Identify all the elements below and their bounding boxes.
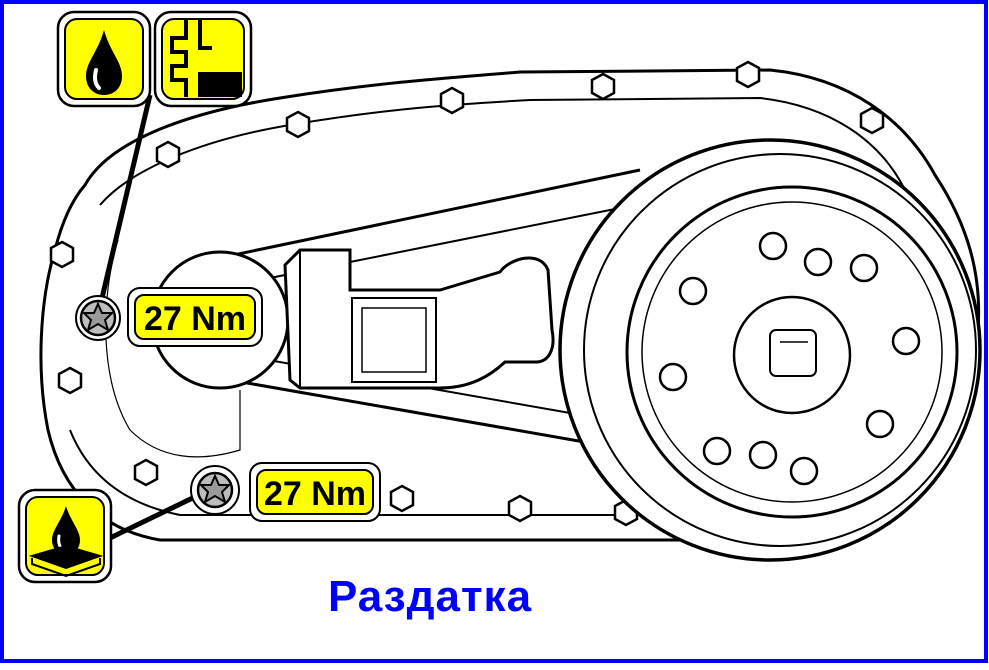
drive-chain-lower — [229, 378, 631, 452]
shift-fork-window — [351, 297, 437, 383]
leader-line-fill-plug — [95, 94, 153, 316]
bolt-hole — [803, 247, 833, 277]
torque-badge-fill — [256, 469, 374, 515]
bolt-hole — [849, 253, 879, 283]
drain-pan-icon — [17, 488, 113, 584]
hex-bolt — [133, 458, 159, 487]
hex-bolt — [735, 60, 761, 89]
hex-bolt — [389, 484, 415, 513]
output-flange-inner — [641, 201, 943, 503]
housing-inner-seam — [105, 239, 241, 458]
housing-flange-lower — [69, 429, 700, 516]
hex-bolt — [155, 140, 181, 169]
oil-drop-highlight — [93, 68, 101, 90]
fill-plug-icon — [153, 10, 253, 108]
flange-bolt-holes — [658, 231, 921, 486]
plug-bore — [198, 20, 212, 97]
hex-bolt — [439, 86, 465, 115]
drain-pan-base — [31, 558, 101, 578]
output-shaft-end — [769, 329, 817, 377]
torque-value-upper: 27 Nm — [144, 300, 246, 338]
bolt-hole — [865, 409, 895, 439]
drive-chain-upper-inner — [209, 207, 621, 291]
hex-bolt — [590, 72, 616, 101]
hex-bolt — [859, 106, 885, 135]
bolt-hole — [658, 362, 688, 392]
hex-bolt — [57, 366, 83, 395]
bolt-hole — [758, 231, 788, 261]
oil-level — [202, 72, 242, 97]
torque-badge-fill — [134, 294, 256, 340]
hex-bolt — [49, 240, 75, 269]
output-sprocket-rim — [583, 153, 977, 547]
diagram-caption: Раздатка — [327, 572, 533, 621]
bolt-hole — [891, 326, 921, 356]
bolt-hole — [678, 276, 708, 306]
drain-plug-bolt — [190, 465, 240, 515]
fill-plug-bolt — [75, 295, 121, 341]
drain-pan — [28, 544, 104, 570]
housing-bolts — [49, 60, 885, 527]
bolt-hole — [789, 456, 819, 486]
bolt-hole — [748, 440, 778, 470]
torx-bolt-icon — [81, 301, 115, 333]
torque-value-lower: 27 Nm — [264, 475, 366, 513]
bolt-hole — [702, 436, 732, 466]
drive-chain-upper — [199, 168, 641, 264]
torx-bolt-icon — [198, 473, 232, 505]
leader-line-drain-plug — [108, 489, 207, 541]
torque-label-lower: 27 Nm — [249, 462, 381, 522]
shift-fork-window-inner — [361, 307, 427, 373]
hex-bolt — [285, 110, 311, 139]
hex-bolt — [507, 494, 533, 523]
torque-label-upper: 27 Nm — [127, 287, 263, 347]
oil-drop-icon — [56, 10, 152, 108]
plug-outline — [170, 20, 188, 97]
